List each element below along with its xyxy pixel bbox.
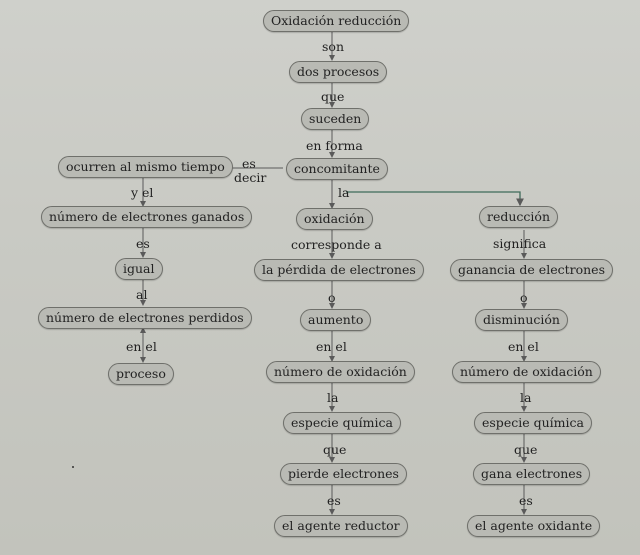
- node-numero-oxidacion-right: número de oxidación: [452, 361, 601, 383]
- link-en-forma: en forma: [306, 138, 363, 153]
- node-dos-procesos: dos procesos: [289, 61, 388, 83]
- link-la-right: la: [520, 390, 532, 405]
- node-disminucion: disminución: [475, 309, 568, 331]
- node-oxidacion-reduccion: Oxidación reducción: [263, 10, 410, 32]
- node-gana-electrones: gana electrones: [473, 463, 591, 485]
- link-decir: decir: [234, 170, 267, 185]
- link-o-middle: o: [328, 290, 336, 305]
- node-especie-quimica-left: especie química: [283, 412, 401, 434]
- link-en-el-right: en el: [508, 339, 539, 354]
- link-que-right: que: [514, 442, 538, 457]
- node-especie-quimica-right: especie química: [474, 412, 592, 434]
- link-corresponde-a: corresponde a: [291, 237, 382, 252]
- link-o-right: o: [520, 290, 528, 305]
- link-en-el-middle: en el: [316, 339, 347, 354]
- node-agente-reductor: el agente reductor: [274, 515, 408, 537]
- node-concomitante: concomitante: [286, 158, 388, 180]
- node-suceden: suceden: [301, 108, 370, 130]
- link-y-el: y el: [131, 185, 154, 200]
- stray-dot: [72, 466, 74, 468]
- node-numero-oxidacion-left: número de oxidación: [266, 361, 415, 383]
- node-perdida-electrones: la pérdida de electrones: [254, 259, 424, 281]
- link-es-middle: es: [327, 493, 341, 508]
- link-significa: significa: [493, 236, 547, 251]
- link-son: son: [322, 39, 344, 54]
- link-es-right: es: [519, 493, 533, 508]
- node-proceso: proceso: [108, 363, 174, 385]
- node-ganancia-electrones: ganancia de electrones: [450, 259, 613, 281]
- node-numero-electrones-perdidos: número de electrones perdidos: [38, 307, 252, 329]
- link-que: que: [321, 89, 345, 104]
- link-que-middle: que: [323, 442, 347, 457]
- link-es-left: es: [136, 236, 150, 251]
- node-reduccion: reducción: [479, 206, 559, 228]
- link-la-middle: la: [327, 390, 339, 405]
- node-numero-electrones-ganados: número de electrones ganados: [41, 206, 253, 228]
- link-es: es: [242, 156, 256, 171]
- node-igual: igual: [115, 258, 163, 280]
- link-la: la: [338, 185, 350, 200]
- node-ocurren-al-mismo-tiempo: ocurren al mismo tiempo: [58, 156, 233, 178]
- node-aumento: aumento: [300, 309, 372, 331]
- node-oxidacion: oxidación: [296, 208, 373, 230]
- link-al: al: [136, 287, 148, 302]
- node-agente-oxidante: el agente oxidante: [467, 515, 601, 537]
- node-pierde-electrones: pierde electrones: [280, 463, 407, 485]
- link-en-el-left: en el: [126, 339, 157, 354]
